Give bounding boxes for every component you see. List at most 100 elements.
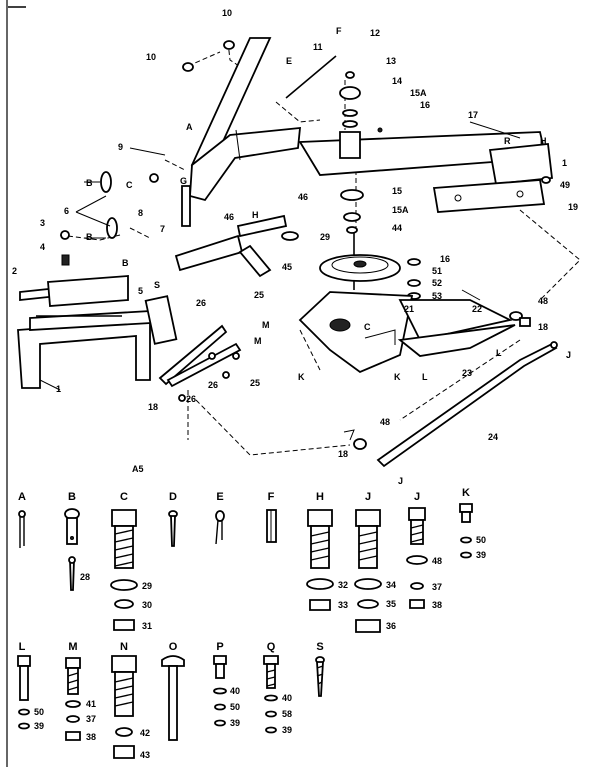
hw-callout-k-50: 50 xyxy=(476,535,486,545)
callout-4: 4 xyxy=(40,242,45,252)
hw-part-o xyxy=(161,655,185,741)
hw-part-f xyxy=(266,509,277,543)
hw-callout-q-39: 39 xyxy=(282,725,292,735)
hw-callout-q-58: 58 xyxy=(282,709,292,719)
callout-h-right: H xyxy=(540,136,547,146)
callout-13: 13 xyxy=(386,56,396,66)
hw-callout-m-38: 38 xyxy=(86,732,96,742)
hw-callout-h-32: 32 xyxy=(338,580,348,590)
hw-header-m: M xyxy=(68,641,77,653)
callout-12: 12 xyxy=(370,28,380,38)
callout-26-a: 26 xyxy=(196,298,206,308)
hardware-key: A B C D E F H J J K 28 xyxy=(17,487,486,760)
callout-29: 29 xyxy=(320,232,330,242)
hw-callout-k-39: 39 xyxy=(476,550,486,560)
callout-k-2: K xyxy=(394,372,401,382)
hw-callout-p-40: 40 xyxy=(230,686,240,696)
callout-1-left: 1 xyxy=(56,384,61,394)
callout-18-a: 18 xyxy=(538,322,548,332)
callout-48-a: 48 xyxy=(538,296,548,306)
hw-part-k: 50 39 xyxy=(459,503,486,560)
callout-j-2: J xyxy=(398,476,403,486)
hw-callout-j-36: 36 xyxy=(386,621,396,631)
callout-48-b: 48 xyxy=(380,417,390,427)
callout-46-b: 46 xyxy=(298,192,308,202)
hw-callout-j2-37: 37 xyxy=(432,582,442,592)
callout-9: 9 xyxy=(118,142,123,152)
hw-header-e: E xyxy=(216,491,223,503)
hw-callout-j-35: 35 xyxy=(386,599,396,609)
callout-24: 24 xyxy=(488,432,498,442)
hw-callout-q-40: 40 xyxy=(282,693,292,703)
hw-callout-l-39: 39 xyxy=(34,721,44,731)
callout-19: 19 xyxy=(568,202,578,212)
hw-header-a: A xyxy=(18,491,26,503)
callout-26-b: 26 xyxy=(208,380,218,390)
callout-25-b: 25 xyxy=(250,378,260,388)
hw-header-n: N xyxy=(120,641,128,653)
callout-10-b: 10 xyxy=(146,52,156,62)
callout-11: 11 xyxy=(313,42,323,52)
hw-header-j-2: J xyxy=(414,491,420,503)
callout-j-1: J xyxy=(566,350,571,360)
assembly-view: 10 10 11 12 13 14 15A 16 17 9 A E F H R … xyxy=(12,8,581,486)
callout-10: 10 xyxy=(222,8,232,18)
hw-callout-j2-38: 38 xyxy=(432,600,442,610)
callout-2: 2 xyxy=(12,266,17,276)
hw-part-q: 40 58 39 xyxy=(263,655,292,735)
callout-53: 53 xyxy=(432,291,442,301)
callout-49: 49 xyxy=(560,180,570,190)
hw-part-j: 34 35 36 xyxy=(354,509,396,633)
hw-part-m: 41 37 38 xyxy=(65,657,96,742)
callout-46-a: 46 xyxy=(224,212,234,222)
hw-part-l: 50 39 xyxy=(17,655,44,731)
callout-17: 17 xyxy=(468,110,478,120)
hw-part-c: 29 30 31 xyxy=(110,509,152,631)
callout-7: 7 xyxy=(160,224,165,234)
callout-e-top: E xyxy=(286,56,292,66)
callout-5: 5 xyxy=(138,286,143,296)
callout-l-1: L xyxy=(422,372,428,382)
hw-callout-n-42: 42 xyxy=(140,728,150,738)
callout-8: 8 xyxy=(138,208,143,218)
hw-part-a xyxy=(18,510,26,548)
hw-part-n: 42 43 xyxy=(111,655,150,760)
callout-3: 3 xyxy=(40,218,45,228)
callout-23: 23 xyxy=(462,368,472,378)
hw-header-h: H xyxy=(316,491,324,503)
hw-callout-c-31: 31 xyxy=(142,621,152,631)
hw-header-d: D xyxy=(169,491,177,503)
hw-callout-m-41: 41 xyxy=(86,699,96,709)
callout-15: 15 xyxy=(392,186,402,196)
hw-header-f: F xyxy=(268,491,275,503)
callout-m-1: M xyxy=(262,320,270,330)
hw-callout-h-33: 33 xyxy=(338,600,348,610)
hw-part-s xyxy=(315,656,325,697)
hw-part-j-small: 48 37 38 xyxy=(406,507,442,610)
hw-callout-j-34: 34 xyxy=(386,580,396,590)
hw-part-h: 32 33 xyxy=(306,509,348,611)
hw-header-b: B xyxy=(68,491,76,503)
hw-callout-n-43: 43 xyxy=(140,750,150,760)
callout-22: 22 xyxy=(472,304,482,314)
hw-header-j: J xyxy=(365,491,371,503)
callout-l-2: L xyxy=(496,348,502,358)
callout-c: C xyxy=(126,180,133,190)
callout-b-2: B xyxy=(86,232,93,242)
callout-45: 45 xyxy=(282,262,292,272)
callout-b-3: B xyxy=(122,258,129,268)
callout-25-a: 25 xyxy=(254,290,264,300)
callout-k-1: K xyxy=(298,372,305,382)
callout-14: 14 xyxy=(392,76,402,86)
hw-callout-b-28: 28 xyxy=(80,572,90,582)
callout-r: R xyxy=(504,136,511,146)
callout-16-top: 16 xyxy=(420,100,430,110)
callout-21: 21 xyxy=(404,304,414,314)
hw-callout-p-39: 39 xyxy=(230,718,240,728)
callout-51: 51 xyxy=(432,266,442,276)
callout-f-top: F xyxy=(336,26,342,36)
callout-a-top: A xyxy=(186,122,193,132)
callout-18-c: 18 xyxy=(338,449,348,459)
hw-callout-p-50: 50 xyxy=(230,702,240,712)
